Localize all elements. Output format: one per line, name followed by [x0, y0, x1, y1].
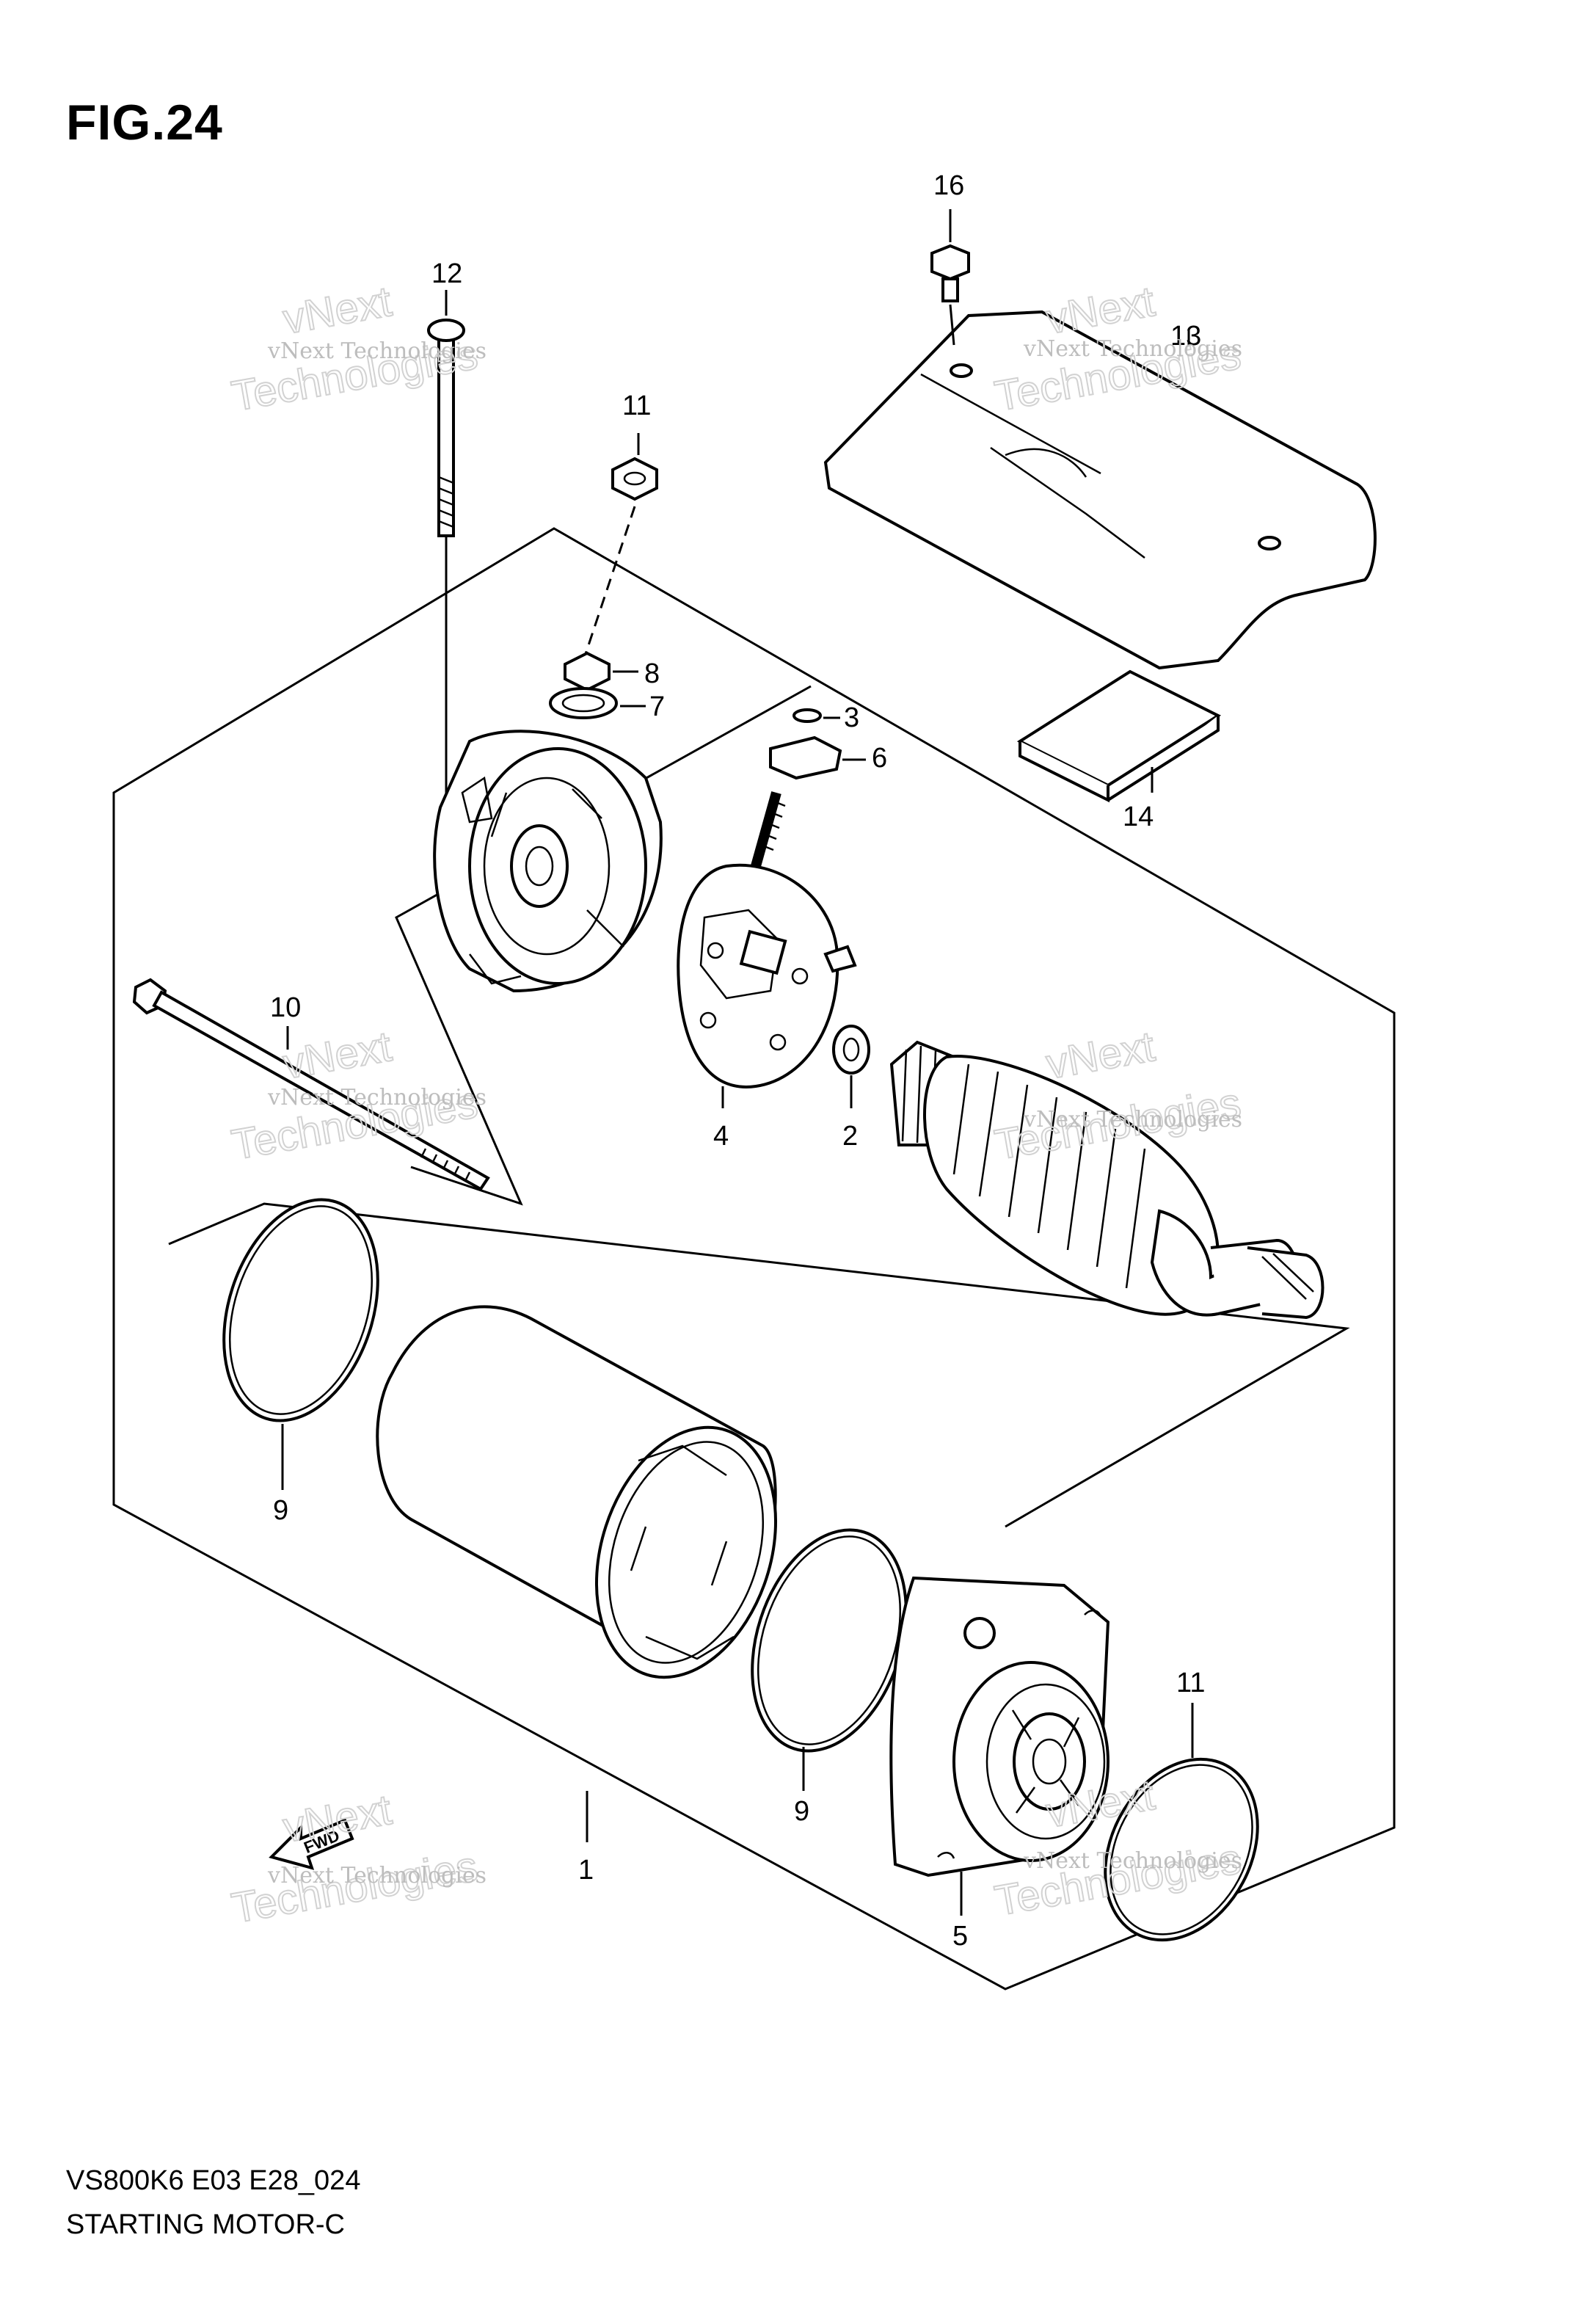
callout-15: 14	[1123, 801, 1154, 832]
callout-16: 16	[933, 170, 964, 201]
end-cover-housing	[433, 730, 663, 993]
callout-10: 10	[270, 992, 301, 1023]
svg-text:vNext: vNext	[280, 1022, 395, 1088]
callout-9-right: 9	[794, 1796, 809, 1827]
callout-13: 12	[431, 258, 462, 289]
svg-text:vNext Technologies: vNext Technologies	[267, 1863, 487, 1889]
watermark-mid-left: vNext Technologies vNext Technologies	[227, 1022, 487, 1170]
item-3-o-ring	[792, 708, 840, 723]
svg-text:vNext: vNext	[280, 277, 395, 343]
item-12-nut	[582, 433, 658, 661]
item-5-front-housing	[889, 1576, 1110, 1916]
item-13-bolt	[427, 290, 465, 807]
watermark-bottom-left: vNext Technologies vNext Technologies	[227, 1785, 487, 1933]
svg-text:vNext Technologies: vNext Technologies	[1023, 1107, 1242, 1133]
svg-text:vNext Technologies: vNext Technologies	[267, 1085, 487, 1110]
svg-text:vNext Technologies: vNext Technologies	[267, 338, 487, 364]
figure-name: STARTING MOTOR-C	[66, 2209, 345, 2240]
yoke-frame	[168, 1202, 1350, 1528]
item-2-washer	[832, 1025, 870, 1108]
callout-9-left: 9	[273, 1495, 288, 1526]
item-8-nut	[564, 651, 638, 692]
item-4-brush-holder	[677, 791, 857, 1108]
assembly-outline	[112, 527, 1396, 1991]
callout-7: 7	[649, 691, 665, 722]
svg-text:vNext: vNext	[1043, 277, 1158, 343]
item-6-insulator	[769, 735, 866, 780]
item-10-through-bolt	[132, 978, 490, 1191]
callout-3: 3	[844, 702, 859, 733]
item-7-washer	[549, 687, 646, 719]
callout-5: 5	[952, 1921, 968, 1952]
callout-2: 2	[842, 1121, 858, 1152]
svg-text:vNext Technologies: vNext Technologies	[1023, 336, 1242, 362]
callout-14: 13	[1170, 321, 1201, 352]
callout-4: 4	[713, 1121, 729, 1152]
svg-text:vNext: vNext	[1043, 1022, 1158, 1088]
item-16-bolt	[930, 209, 970, 346]
callout-8: 8	[644, 658, 660, 689]
yoke-housing	[376, 1305, 778, 1842]
figure-title: FIG.24	[66, 95, 223, 150]
item-11-o-ring	[1104, 1703, 1259, 1942]
svg-text:vNext Technologies: vNext Technologies	[1023, 1848, 1242, 1874]
item-9-o-ring-left	[222, 1198, 379, 1490]
figure-model-code: VS800K6 E03 E28_024	[66, 2165, 361, 2196]
callout-1: 1	[578, 1855, 594, 1886]
callout-12: 11	[622, 390, 651, 421]
item-14-cover	[823, 310, 1377, 670]
watermark-top-right: vNext Technologies vNext Technologies	[991, 277, 1245, 421]
callout-11: 11	[1176, 1668, 1205, 1698]
callout-6: 6	[872, 743, 887, 774]
item-15-pad	[1016, 669, 1222, 803]
svg-text:vNext: vNext	[280, 1786, 395, 1852]
armature	[889, 1040, 1324, 1320]
